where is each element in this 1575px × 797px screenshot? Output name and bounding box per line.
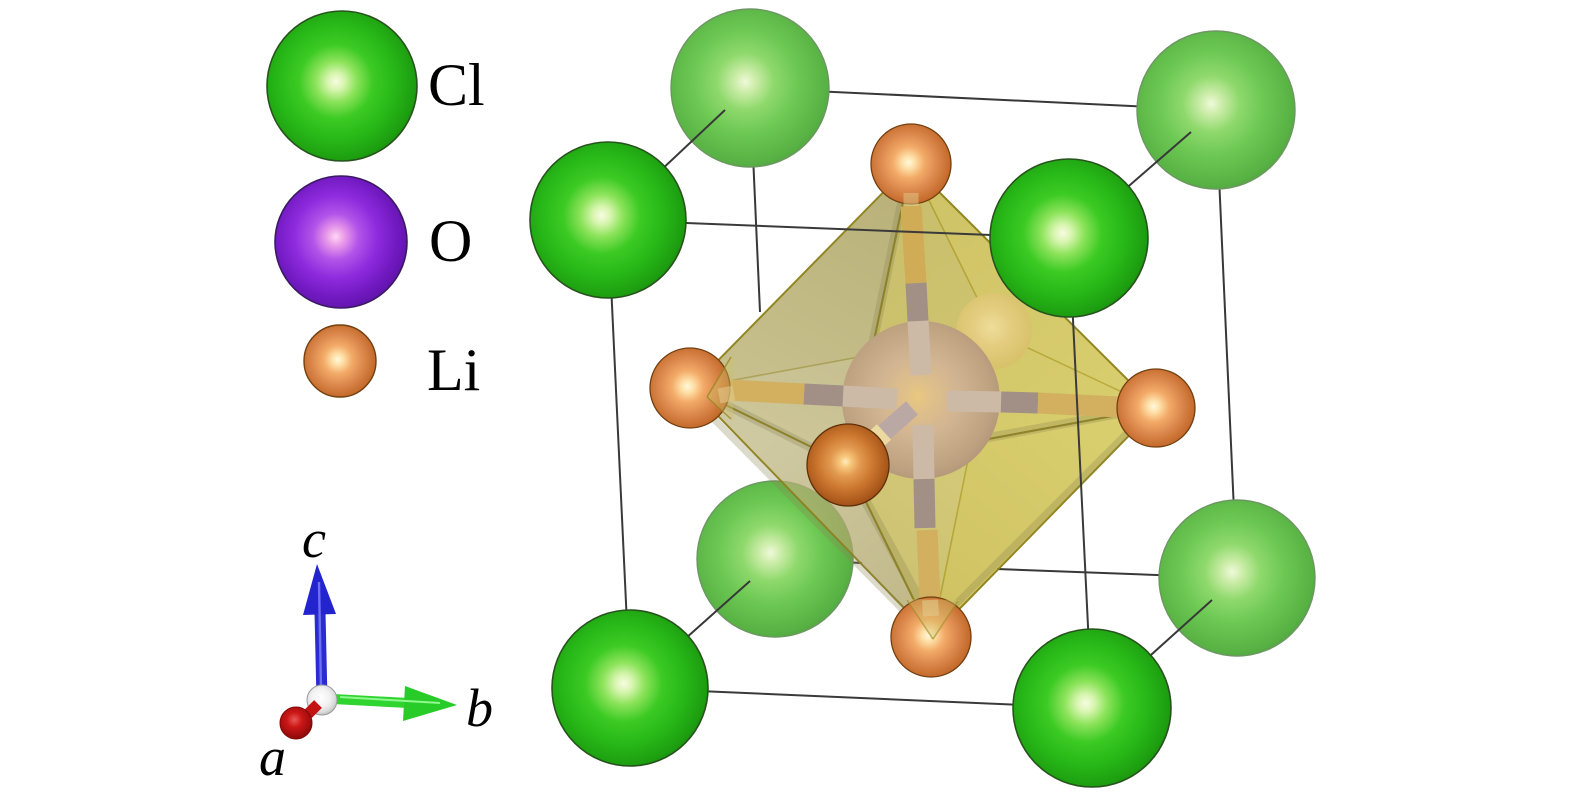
svg-text:Li: Li [427, 337, 480, 403]
svg-text:O: O [429, 208, 472, 274]
svg-text:Cl: Cl [428, 52, 485, 118]
svg-text:a: a [259, 727, 286, 787]
svg-text:c: c [302, 509, 326, 569]
svg-text:b: b [466, 678, 493, 738]
